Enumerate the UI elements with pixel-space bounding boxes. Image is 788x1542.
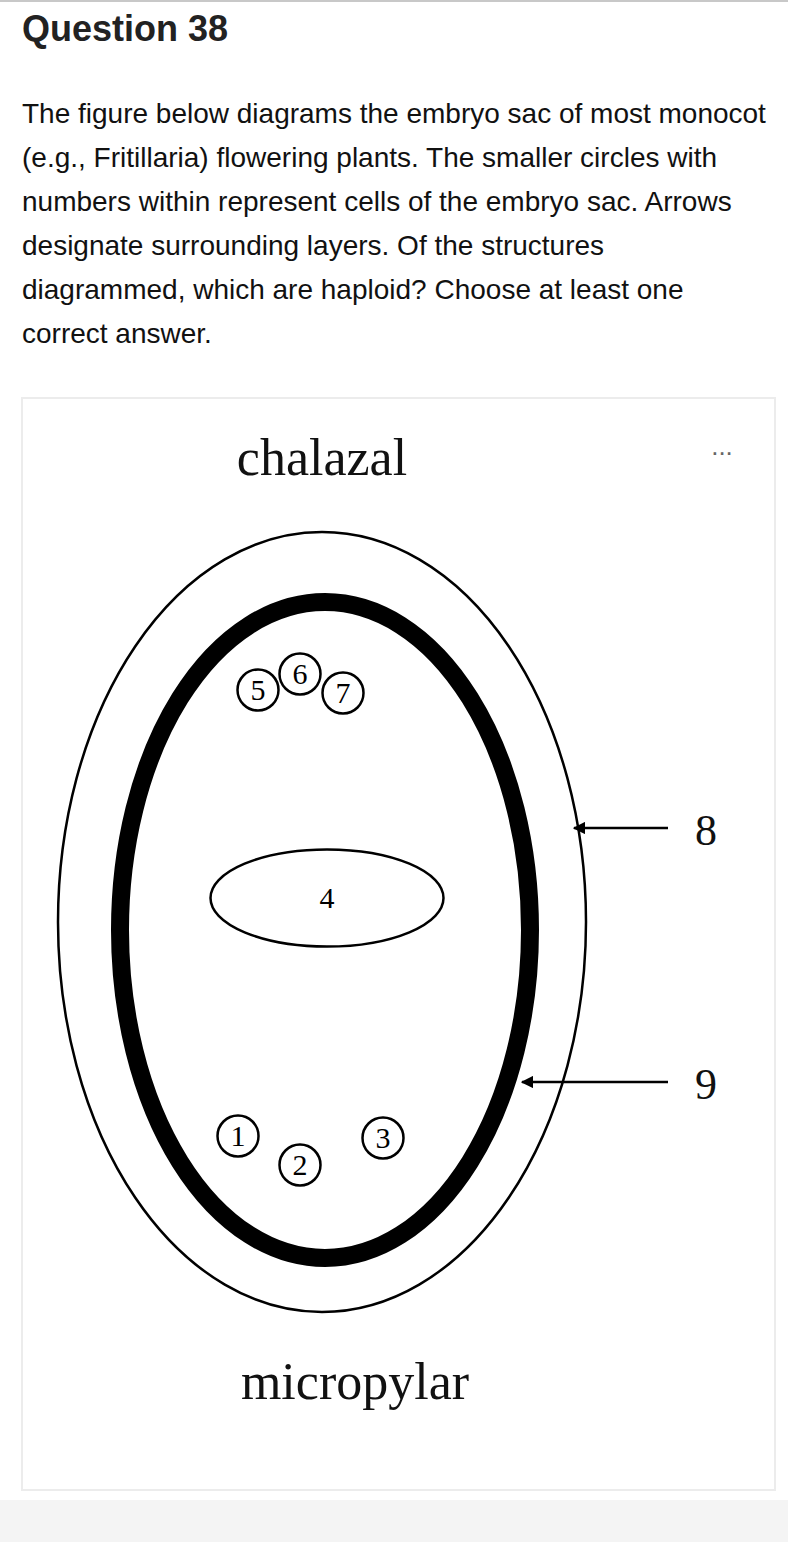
outer-layer [58,532,586,1312]
pointer-arrow [574,827,668,830]
cell-circle: 1 [216,1114,260,1158]
callout-number: 9 [695,1060,717,1111]
cell-number: 6 [293,659,308,689]
inner-layer [120,602,530,1258]
cell-number: 1 [231,1121,246,1151]
cell-number: 3 [376,1123,391,1153]
figure-panel [22,398,775,1490]
region-label: micropylar [241,1352,469,1412]
question-title: Question 38 [22,8,228,50]
cell-outline-shape [238,670,279,711]
cell-circle: 7 [321,671,365,715]
cell-number: 4 [320,883,335,913]
pointer-arrow [522,1081,668,1084]
cell-number: 7 [336,678,351,708]
cell-circle: 2 [278,1143,322,1187]
question-text: The figure below diagrams the embryo sac… [22,92,770,356]
cell-outline-shape [323,673,364,714]
cell-outline-shape [363,1118,404,1159]
top-rule [0,0,788,2]
menu-dots: ... [711,432,733,462]
cell-circle: 6 [278,652,322,696]
cell-ellipse: 4 [209,848,445,948]
cell-number: 5 [251,675,266,705]
region-label: chalazal [237,428,407,488]
cell-number: 2 [293,1150,308,1180]
callout-number: 8 [695,806,717,857]
cell-circle: 3 [361,1116,405,1160]
cell-circle: 5 [236,668,280,712]
bottom-strip [0,1500,788,1542]
cell-outline-shape [211,850,444,947]
cell-outline-shape [280,654,321,695]
cell-outline-shape [280,1145,321,1186]
cell-outline-shape [218,1116,259,1157]
